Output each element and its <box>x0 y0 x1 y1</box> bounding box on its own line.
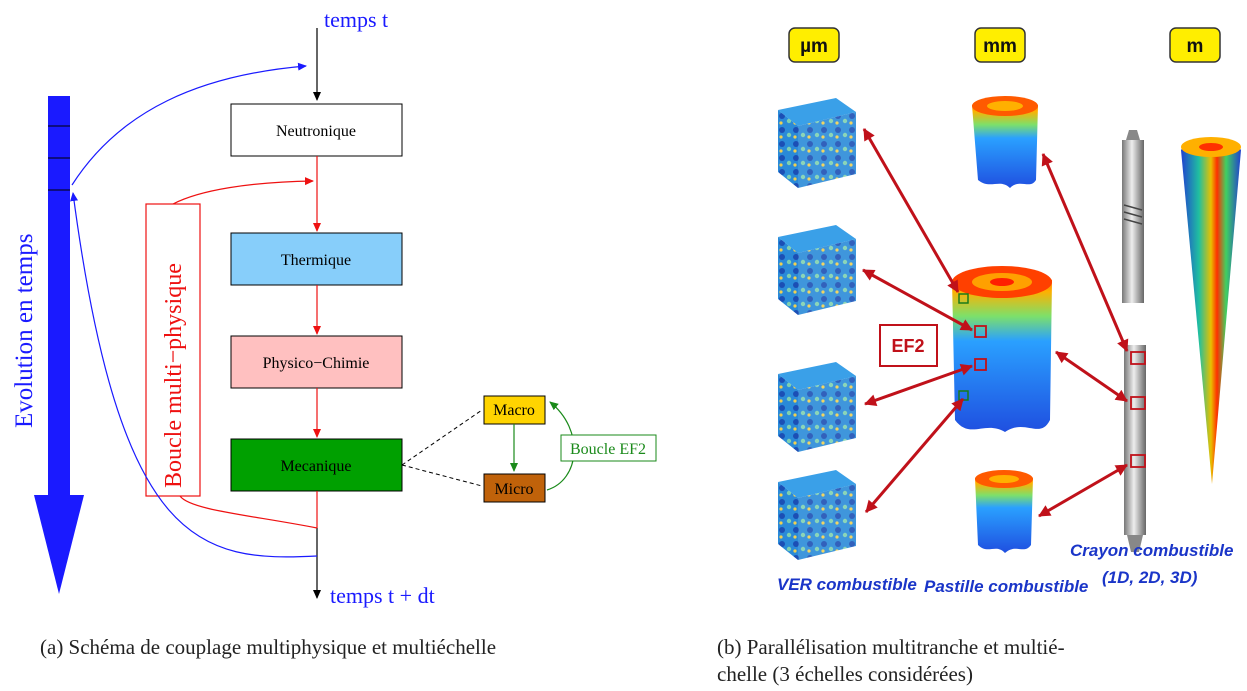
link-ver3-pellet <box>864 364 973 406</box>
scale-badge-m: m <box>1169 27 1221 63</box>
mecanique-label: Mecanique <box>280 458 351 475</box>
thermique-box <box>230 232 403 286</box>
fuel-rod-parts <box>1122 130 1146 552</box>
ef2-loop-label: Boucle EF2 <box>570 441 646 458</box>
physico-box <box>230 335 403 389</box>
blue-curve-bottom <box>70 192 318 558</box>
link-arrows <box>862 128 1129 518</box>
evolution-label: Evolution en temps <box>11 234 38 428</box>
loop-label: Boucle multi−physique <box>161 263 187 488</box>
dash-to-macro <box>401 409 483 466</box>
blue-curve-top <box>71 62 307 186</box>
micro-box <box>483 473 546 503</box>
loop-return-path <box>172 181 317 529</box>
time-start-label: temps t <box>324 7 388 32</box>
caption-a: (a) Schéma de couplage multiphysique et … <box>40 635 497 659</box>
loop-label-box <box>145 203 201 497</box>
ef2-label: EF2 <box>891 336 924 356</box>
link-pellet-rod-bottom <box>1038 463 1128 518</box>
link-ver4-pellet <box>864 398 965 513</box>
ef2-label-box <box>879 324 938 367</box>
scale-badge-mm: mm <box>974 27 1026 63</box>
caption-b-line2: chelle (3 échelles considérées) <box>717 662 973 686</box>
link-pellet-rod-mid <box>1055 350 1128 403</box>
pellet-small-bottom <box>975 470 1033 553</box>
pellet-large <box>952 266 1052 432</box>
link-ver2-pellet <box>862 268 973 332</box>
ver-label: VER combustible <box>777 575 917 594</box>
scale-m-label: m <box>1187 36 1204 57</box>
fuel-rod-cone <box>1181 137 1241 484</box>
thermique-label: Thermique <box>281 252 351 269</box>
ver-cube-3 <box>778 362 856 452</box>
scale-badge-um: µm <box>788 27 840 63</box>
link-ver1-pellet <box>862 128 960 293</box>
crayon-label-line1: Crayon combustible <box>1070 541 1233 560</box>
neutronique-label: Neutronique <box>276 123 356 140</box>
ef2-loop-label-box <box>560 434 657 462</box>
right-figure: µm mm m <box>777 27 1241 596</box>
scale-mm-label: mm <box>983 36 1017 57</box>
left-diagram: Evolution en temps temps t temps t + dt … <box>11 7 657 608</box>
macro-label: Macro <box>493 402 535 419</box>
neutronique-box <box>230 103 403 157</box>
micro-label: Micro <box>494 481 533 498</box>
physico-label: Physico−Chimie <box>263 355 370 372</box>
ver-cube-1 <box>778 98 856 188</box>
evolution-arrow <box>34 96 84 594</box>
crayon-label-line2: (1D, 2D, 3D) <box>1102 568 1198 587</box>
pastille-label: Pastille combustible <box>924 577 1088 596</box>
ver-cube-4 <box>778 470 856 560</box>
dash-to-micro <box>401 464 483 487</box>
link-pellet-rod-top <box>1041 153 1129 352</box>
caption-b-line1: (b) Parallélisation multitranche et mult… <box>717 635 1065 659</box>
scale-um-label: µm <box>800 36 828 57</box>
pellet-small-top <box>972 96 1038 188</box>
time-end-label: temps t + dt <box>330 583 435 608</box>
ver-cube-2 <box>778 225 856 315</box>
